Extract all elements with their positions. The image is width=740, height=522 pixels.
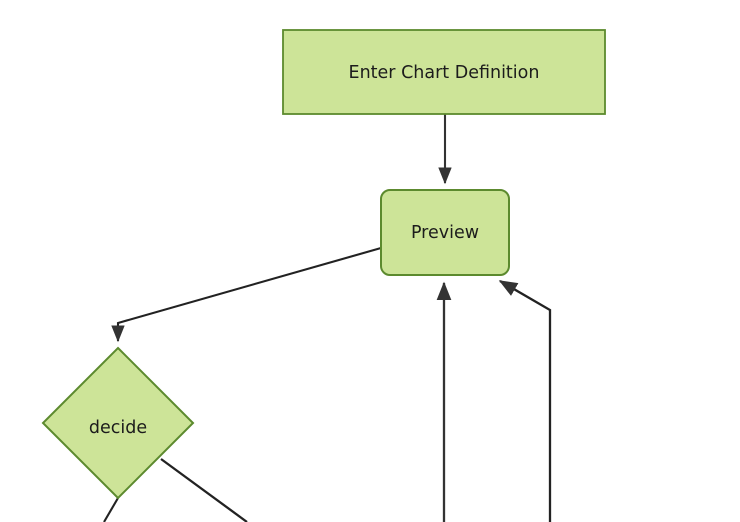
node-enter-chart-definition-label: Enter Chart Definition bbox=[349, 63, 540, 83]
edge-layer bbox=[103, 114, 552, 522]
edge-decide-out-left bbox=[103, 497, 119, 522]
edge-preview-to-decide bbox=[111, 246, 382, 343]
node-preview-label: Preview bbox=[411, 223, 479, 243]
node-decide[interactable]: decide bbox=[41, 346, 195, 500]
node-enter-chart-definition-shape[interactable] bbox=[282, 29, 606, 115]
edge-bottom-right-to-preview bbox=[498, 280, 552, 522]
node-preview[interactable]: Preview bbox=[380, 189, 510, 276]
node-enter-chart-definition[interactable]: Enter Chart Definition bbox=[282, 29, 606, 115]
edge-decide-out-right bbox=[160, 458, 248, 522]
node-decide-shape[interactable] bbox=[41, 346, 195, 500]
node-preview-shape[interactable] bbox=[380, 189, 510, 276]
node-decide-label: decide bbox=[89, 418, 147, 438]
